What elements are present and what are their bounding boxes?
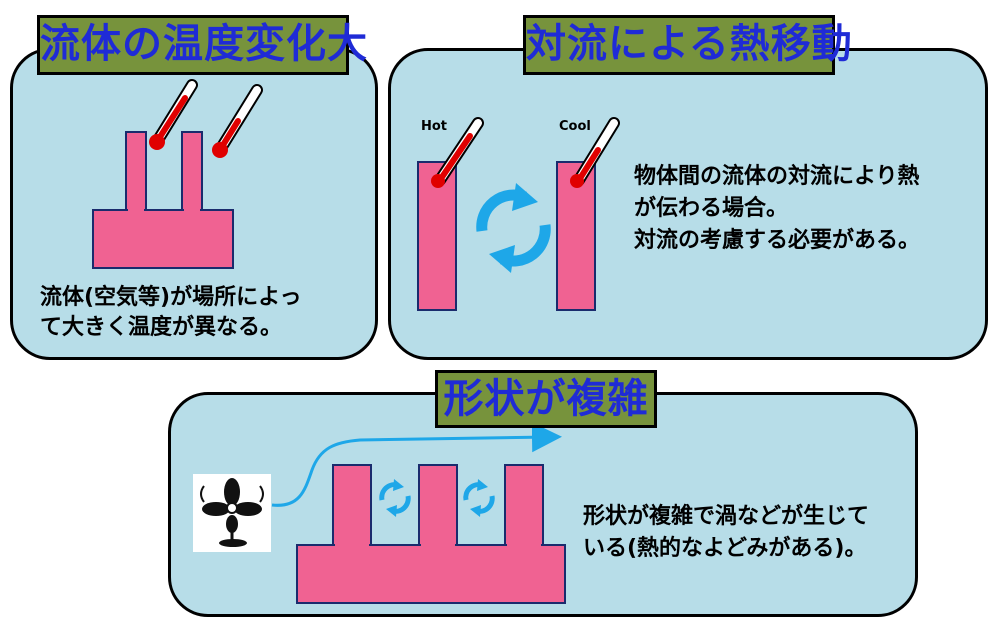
thermometer-icon xyxy=(431,117,484,188)
panel-temperature-variation-desc-line2: て大きく温度が異なる。 xyxy=(40,315,283,340)
hot-label: Hot xyxy=(421,119,448,134)
panel-convection-desc-line2: が伝わる場合。 xyxy=(634,196,789,221)
circular-arrows-icon xyxy=(476,183,551,273)
thermometer-icon xyxy=(570,117,620,188)
thermometer-icon xyxy=(149,79,198,150)
panel-temperature-variation-title: 流体の温度変化大 xyxy=(37,15,367,75)
circular-arrows-icon xyxy=(463,479,495,517)
circular-arrows-icon xyxy=(379,479,411,517)
heatsink-body-1 xyxy=(92,131,234,269)
panel-complex-shape-desc-line2: いる(熱的なよどみがある)。 xyxy=(583,536,867,561)
cool-label: Cool xyxy=(559,119,591,134)
airflow-arrow xyxy=(271,422,562,507)
panel-complex-shape-desc-line1: 形状が複雑で渦などが生じて xyxy=(583,504,870,529)
fan-icon xyxy=(193,474,271,552)
panel-convection-desc-line1: 物体間の流体の対流により熱 xyxy=(634,164,920,189)
panel-temperature-variation-desc-line1: 流体(空気等)が場所によっ xyxy=(40,285,302,310)
panel-complex-shape-title: 形状が複雑 xyxy=(435,370,657,428)
heatsink-body-3 xyxy=(296,464,566,604)
panel-convection-desc-line3: 対流の考慮する必要がある。 xyxy=(634,228,921,253)
thermometer-icon xyxy=(212,84,263,158)
panel-convection-title: 対流による熱移動 xyxy=(523,15,852,75)
